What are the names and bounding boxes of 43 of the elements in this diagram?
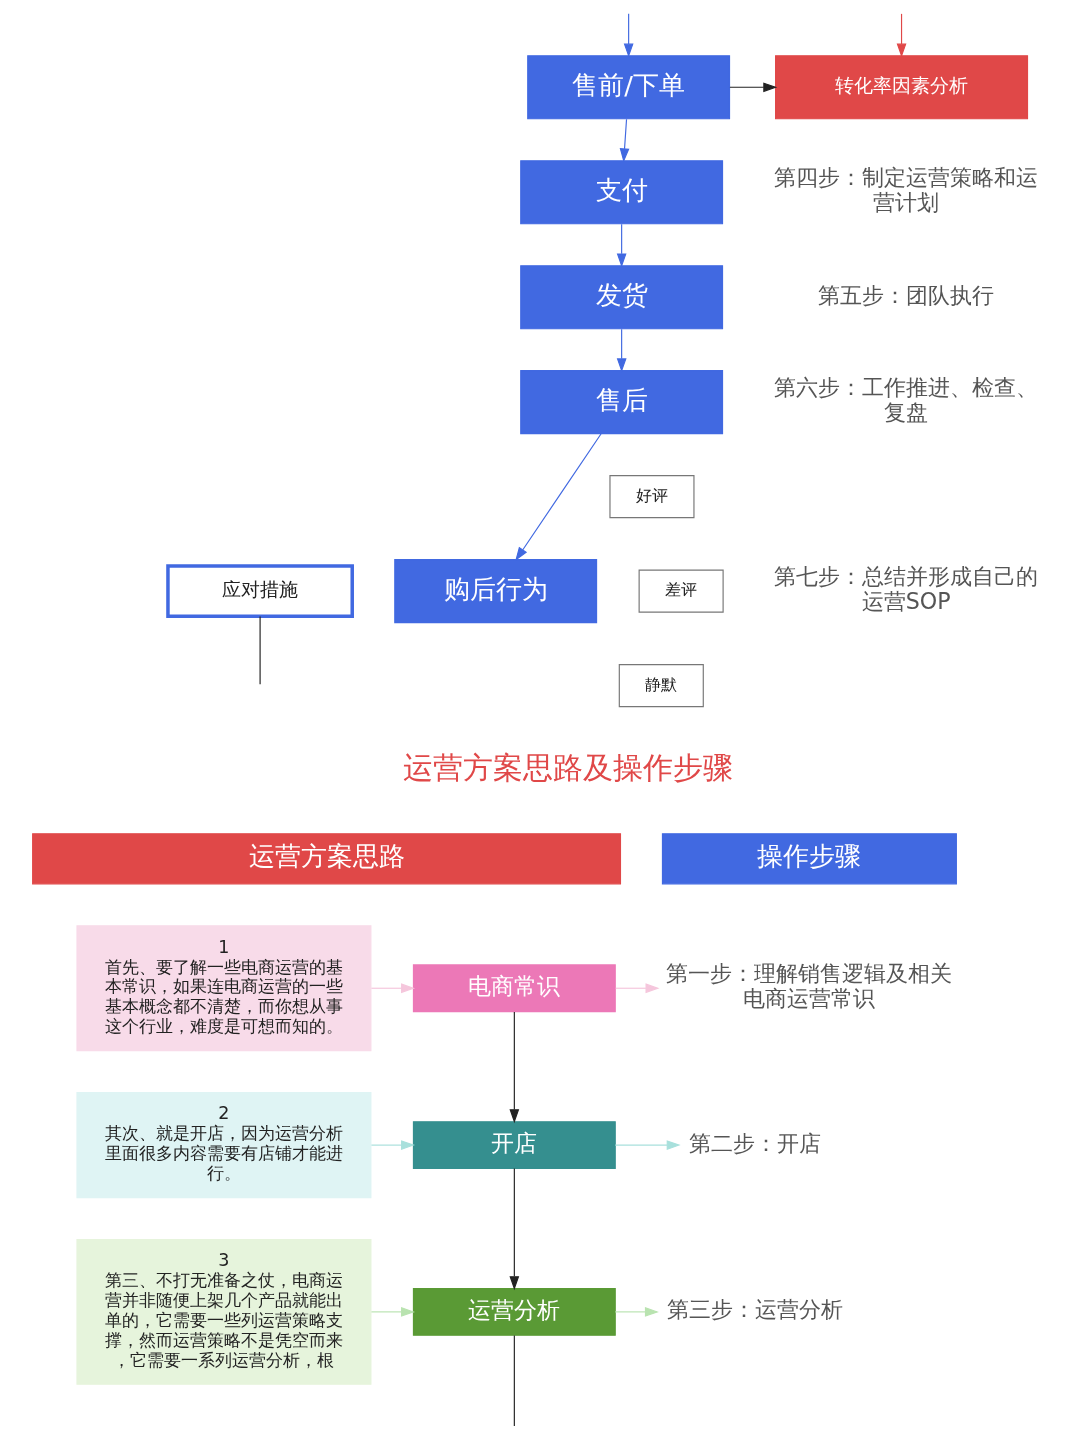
arrow bbox=[896, 13, 907, 58]
arrow bbox=[615, 983, 660, 994]
arrow bbox=[623, 13, 634, 58]
node-box: 支付 bbox=[520, 160, 724, 225]
arrow bbox=[515, 433, 602, 562]
node-box: 开店 bbox=[412, 1121, 616, 1170]
arrow bbox=[509, 1167, 520, 1291]
node-box: 售前/下单 bbox=[527, 55, 731, 120]
node-box: 售后 bbox=[520, 370, 724, 435]
node-text: 第三步：运营分析 bbox=[666, 1296, 843, 1323]
node-box: 转化率因素分析 bbox=[775, 55, 1029, 120]
label: 第六步：工作推进、检查、复盘 bbox=[774, 374, 1039, 425]
arrow bbox=[509, 1011, 520, 1124]
node-box: 应对措施 bbox=[166, 564, 354, 618]
arrow bbox=[370, 1307, 416, 1317]
arrow bbox=[619, 118, 630, 163]
node-box: 差评 bbox=[638, 569, 724, 613]
arrow bbox=[370, 1140, 416, 1150]
arrow bbox=[614, 1140, 681, 1150]
node-text: 第二步：开店 bbox=[688, 1129, 821, 1156]
node-box: 运营分析 bbox=[412, 1287, 616, 1336]
node-text: 第一步：理解销售逻辑及相关电商运营常识 bbox=[666, 960, 953, 1011]
node-box: 3 第三、不打无准备之仗，电商运营并非随便上架几个产品就能出单的，它需要一些列运营策略支撑，然而运营策略不是凭空而来，它需要一系列运营分析，根 bbox=[76, 1239, 372, 1385]
arrow bbox=[729, 82, 778, 93]
node-box: 操作步骤 bbox=[661, 833, 957, 885]
arrow bbox=[616, 328, 627, 373]
node-box: 静默 bbox=[618, 664, 704, 708]
node-box: 2 其次、就是开店，因为运营分析里面很多内容需要有店铺才能进行。 bbox=[76, 1092, 372, 1199]
node-box: 好评 bbox=[609, 475, 695, 519]
arrow bbox=[614, 1307, 659, 1317]
label: 第五步：团队执行 bbox=[818, 281, 995, 308]
node-box: 电商常识 bbox=[412, 964, 616, 1013]
node-box: 1 首先、要了解一些电商运营的基本常识，如果连电商运营的一些基本概念都不清楚，而你想从事这个行业，难度是可想而知的。 bbox=[76, 925, 372, 1052]
connector bbox=[513, 1334, 515, 1427]
node-box: 发货 bbox=[520, 265, 724, 330]
label: 第四步：制定运营策略和运营计划 bbox=[774, 164, 1039, 215]
arrow bbox=[616, 223, 627, 268]
arrow bbox=[370, 983, 416, 994]
label: 运营方案思路及操作步骤 bbox=[402, 749, 733, 785]
node-box: 运营方案思路 bbox=[32, 833, 622, 885]
node-box: 购后行为 bbox=[394, 559, 598, 624]
label: 第七步：总结并形成自己的运营SOP bbox=[774, 563, 1039, 614]
connector bbox=[259, 615, 261, 685]
